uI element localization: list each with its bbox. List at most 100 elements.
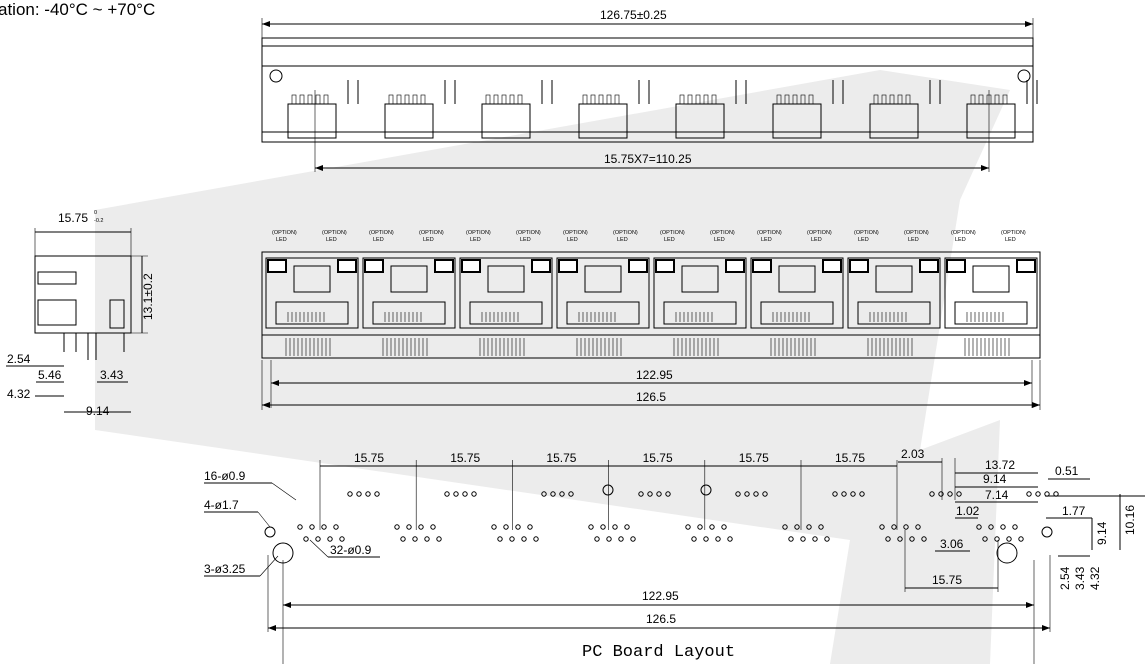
led-label-option: (OPTION) — [369, 230, 394, 236]
operating-temp-note: ation: -40°C ~ +70°C — [0, 0, 155, 19]
led-hole — [753, 491, 759, 497]
rj45-port — [362, 257, 456, 329]
dim-v432: 4.32 — [1088, 566, 1102, 590]
dim-306: 3.06 — [940, 537, 964, 551]
led-hole — [568, 491, 574, 497]
front-pin-span-dim: 122.95 — [636, 368, 673, 382]
rj45-port — [944, 257, 1038, 329]
signal-hole — [909, 536, 915, 542]
mount-hole-large — [996, 542, 1018, 564]
led-label-led: LED — [858, 237, 869, 243]
led-window — [434, 259, 454, 273]
port-contacts — [857, 301, 931, 325]
led-hole — [735, 491, 741, 497]
top-port-pin — [881, 94, 887, 105]
top-port-pin — [994, 94, 1000, 105]
signal-hole — [412, 536, 418, 542]
top-port-pin — [776, 94, 782, 105]
signal-hole — [297, 524, 303, 530]
led-window — [822, 259, 842, 273]
top-port-pin — [711, 94, 717, 105]
top-port-pin — [323, 94, 329, 105]
signal-hole — [1018, 536, 1024, 542]
led-label-option: (OPTION) — [466, 230, 491, 236]
led-window — [628, 259, 648, 273]
signal-hole — [782, 524, 788, 530]
led-hole — [665, 491, 671, 497]
top-port-pin — [614, 94, 620, 105]
led-label-led: LED — [617, 237, 628, 243]
led-label-led: LED — [811, 237, 822, 243]
port-contacts — [275, 301, 349, 325]
top-view-ports — [287, 80, 1038, 139]
port-latch — [972, 265, 1010, 293]
led-label-led: LED — [470, 237, 481, 243]
signal-hole — [436, 536, 442, 542]
signal-hole — [812, 536, 818, 542]
led-hole — [471, 491, 477, 497]
led-label-option: (OPTION) — [419, 230, 444, 236]
side-dim-343: 3.43 — [100, 368, 124, 382]
signal-hole — [703, 536, 709, 542]
signal-hole — [594, 536, 600, 542]
led-label-option: (OPTION) — [710, 230, 735, 236]
led-window — [946, 259, 966, 273]
dim-177: 1.77 — [1062, 504, 1086, 518]
signal-hole — [691, 536, 697, 542]
top-port-pin — [501, 94, 507, 105]
led-label-option: (OPTION) — [757, 230, 782, 236]
top-port-pin — [978, 94, 984, 105]
front-view: (OPTION)LED(OPTION)LED(OPTION)LED(OPTION… — [261, 230, 1041, 410]
signal-hole — [982, 536, 988, 542]
led-label-option: (OPTION) — [613, 230, 638, 236]
signal-hole — [400, 536, 406, 542]
signal-hole — [721, 524, 727, 530]
led-hole — [947, 491, 953, 497]
side-depth-tol-lower: -0.2 — [94, 218, 103, 224]
hole-note-4: 4-ø1.7 — [204, 498, 239, 512]
port-pitch-dim: 15.75X7=110.25 — [604, 152, 692, 166]
led-window — [849, 259, 869, 273]
led-hole — [462, 491, 468, 497]
side-dim-432: 4.32 — [7, 387, 31, 401]
pitch-dim-label: 15.75 — [835, 451, 865, 465]
side-depth-dim: 15.75 — [58, 211, 88, 225]
signal-hole — [788, 536, 794, 542]
hole-note-16: 16-ø0.9 — [204, 469, 246, 483]
top-port-pin — [970, 94, 976, 105]
led-hole — [938, 491, 944, 497]
rj45-port — [265, 257, 359, 329]
led-label-option: (OPTION) — [904, 230, 929, 236]
dim-v343: 3.43 — [1073, 566, 1087, 590]
led-option-labels: (OPTION)LED(OPTION)LED(OPTION)LED(OPTION… — [272, 230, 1026, 243]
led-hole — [1035, 491, 1041, 497]
signal-hole — [988, 524, 994, 530]
led-hole — [929, 491, 935, 497]
top-port-pin — [679, 94, 685, 105]
pitch-dim-label: 15.75 — [354, 451, 384, 465]
top-port-pin — [905, 94, 911, 105]
side-dim-546: 5.46 — [38, 368, 62, 382]
pcb-layout-title: PC Board Layout — [582, 643, 735, 662]
signal-hole — [521, 536, 527, 542]
top-port-pin — [388, 94, 394, 105]
led-window — [655, 259, 675, 273]
top-port-outline — [481, 103, 531, 139]
led-label-option: (OPTION) — [854, 230, 879, 236]
led-label-option: (OPTION) — [563, 230, 588, 236]
rj45-port — [847, 257, 941, 329]
port-contacts — [372, 301, 446, 325]
signal-hole — [891, 524, 897, 530]
top-port-pin — [509, 94, 515, 105]
port-latch — [681, 265, 719, 293]
port-latch — [778, 265, 816, 293]
port-contacts — [954, 301, 1028, 325]
led-label-led: LED — [908, 237, 919, 243]
signal-hole — [527, 524, 533, 530]
dim-714: 7.14 — [985, 488, 1009, 502]
signal-hole — [630, 536, 636, 542]
top-port-pin — [582, 94, 588, 105]
led-hole — [365, 491, 371, 497]
side-dim-914: 9.14 — [86, 404, 110, 418]
